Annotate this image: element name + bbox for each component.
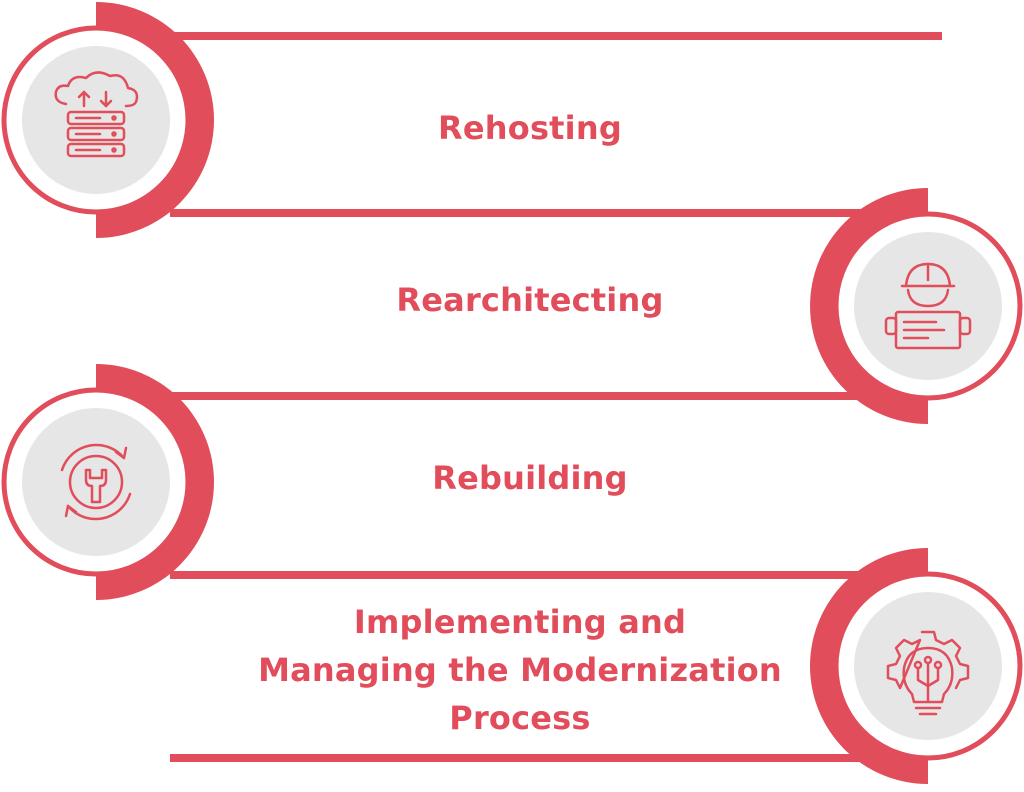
wrench-cycle-icon bbox=[60, 443, 132, 521]
step-4-label: Implementing and Managing the Modernizat… bbox=[230, 598, 810, 742]
connector-lines bbox=[170, 32, 942, 762]
step-2-node bbox=[810, 188, 1023, 424]
step-4-label-line-3: Process bbox=[449, 699, 591, 737]
engineer-blueprint-icon bbox=[884, 262, 972, 350]
step-1-icon-bg bbox=[22, 46, 170, 194]
step-3-icon-bg bbox=[22, 408, 170, 556]
step-2-label: Rearchitecting bbox=[396, 281, 664, 319]
cloud-server-icon bbox=[54, 71, 139, 158]
step-1-node bbox=[1, 2, 214, 238]
step-4-label-line-1: Implementing and bbox=[353, 603, 687, 641]
lightbulb-gear-icon bbox=[886, 630, 970, 716]
step-3-node bbox=[1, 364, 214, 600]
step-3-label: Rebuilding bbox=[432, 459, 628, 497]
step-1-label: Rehosting bbox=[438, 109, 622, 147]
step-4-label-line-2: Managing the Modernization bbox=[258, 651, 782, 689]
